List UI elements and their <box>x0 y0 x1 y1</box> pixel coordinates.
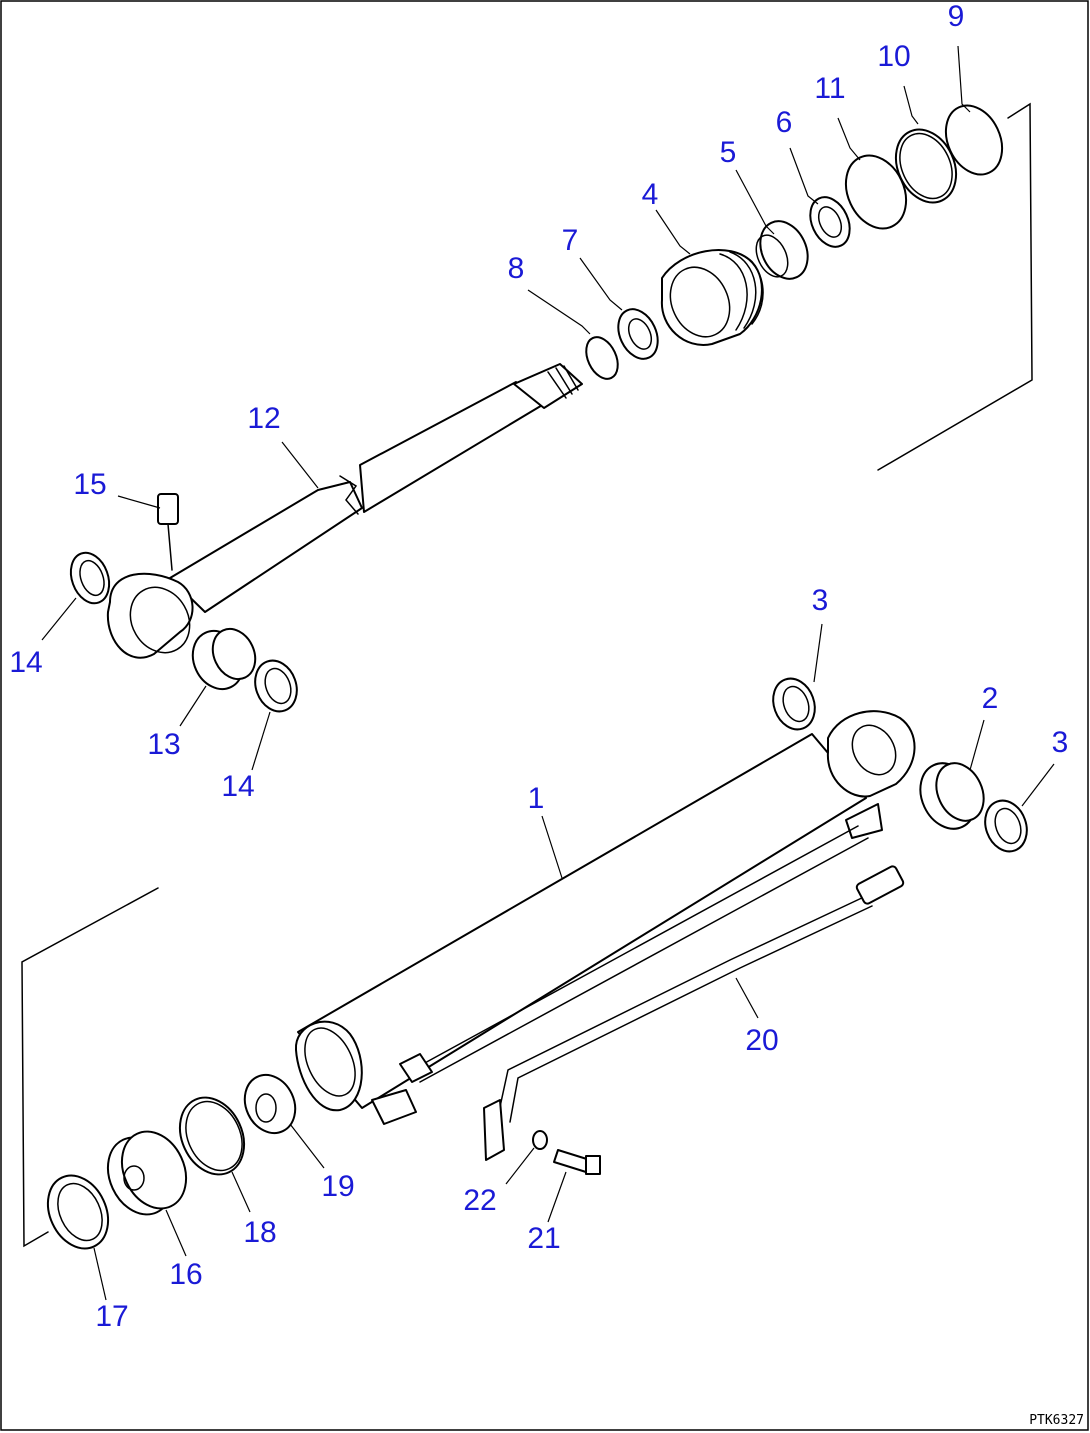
pipe-20 <box>411 803 905 1123</box>
callout-19: 19 <box>321 1170 354 1203</box>
cylinder-tube-1 <box>294 710 916 1112</box>
drawing-code: PTK6327 <box>1029 1413 1084 1428</box>
callout-5: 5 <box>720 136 737 169</box>
bushing-2 <box>919 762 985 830</box>
ring-18 <box>178 1096 246 1176</box>
callout-7: 7 <box>562 224 579 257</box>
washer-22 <box>532 1130 548 1150</box>
nut-19 <box>243 1073 297 1135</box>
callout-14-left: 14 <box>9 646 42 679</box>
callout-1: 1 <box>528 782 545 815</box>
callout-12: 12 <box>247 402 280 435</box>
callout-21: 21 <box>527 1222 560 1255</box>
dust-seal-14-left <box>69 551 111 605</box>
cylinder-head-16 <box>106 1130 188 1216</box>
seal-6 <box>809 196 851 248</box>
dust-seal-17 <box>46 1174 110 1250</box>
callout-16: 16 <box>169 1258 202 1291</box>
bushing-5 <box>755 220 809 280</box>
callout-13: 13 <box>147 728 180 761</box>
callout-9: 9 <box>948 0 965 33</box>
dust-seal-3-right <box>984 799 1028 853</box>
clamp-bracket <box>483 1099 505 1161</box>
bolt-21 <box>553 1149 601 1175</box>
callout-22: 22 <box>463 1184 496 1217</box>
piston-rod <box>169 363 583 613</box>
callout-11: 11 <box>814 72 845 105</box>
ring-8 <box>585 336 619 380</box>
callout-18: 18 <box>243 1216 276 1249</box>
o-ring-9 <box>944 104 1004 176</box>
grease-fitting-15 <box>157 493 179 571</box>
callout-15: 15 <box>73 468 106 501</box>
callout-8: 8 <box>508 252 525 285</box>
nut-7 <box>617 308 659 360</box>
callout-labels: 1 2 3 3 4 5 6 7 8 9 10 11 12 13 14 14 15… <box>9 0 1068 1333</box>
piston-4 <box>660 249 764 346</box>
callout-10: 10 <box>877 40 910 73</box>
callout-6: 6 <box>776 106 793 139</box>
port-block <box>371 1053 433 1125</box>
rod-end-eye <box>106 572 194 659</box>
leader-lines <box>41 45 1055 1301</box>
callout-20: 20 <box>745 1024 778 1057</box>
callout-17: 17 <box>95 1300 128 1333</box>
backup-ring-10 <box>894 128 958 204</box>
callout-14-right: 14 <box>221 770 254 803</box>
dust-seal-14-right <box>254 659 298 713</box>
callout-4: 4 <box>642 178 659 211</box>
dust-seal-3-top <box>772 677 816 731</box>
group-bracket-top <box>877 102 1033 471</box>
callout-2: 2 <box>982 682 999 715</box>
bushing-13 <box>191 627 257 691</box>
group-bracket-bottom <box>21 887 159 1248</box>
callout-3-right: 3 <box>1052 726 1069 759</box>
callout-3-top: 3 <box>812 584 829 617</box>
